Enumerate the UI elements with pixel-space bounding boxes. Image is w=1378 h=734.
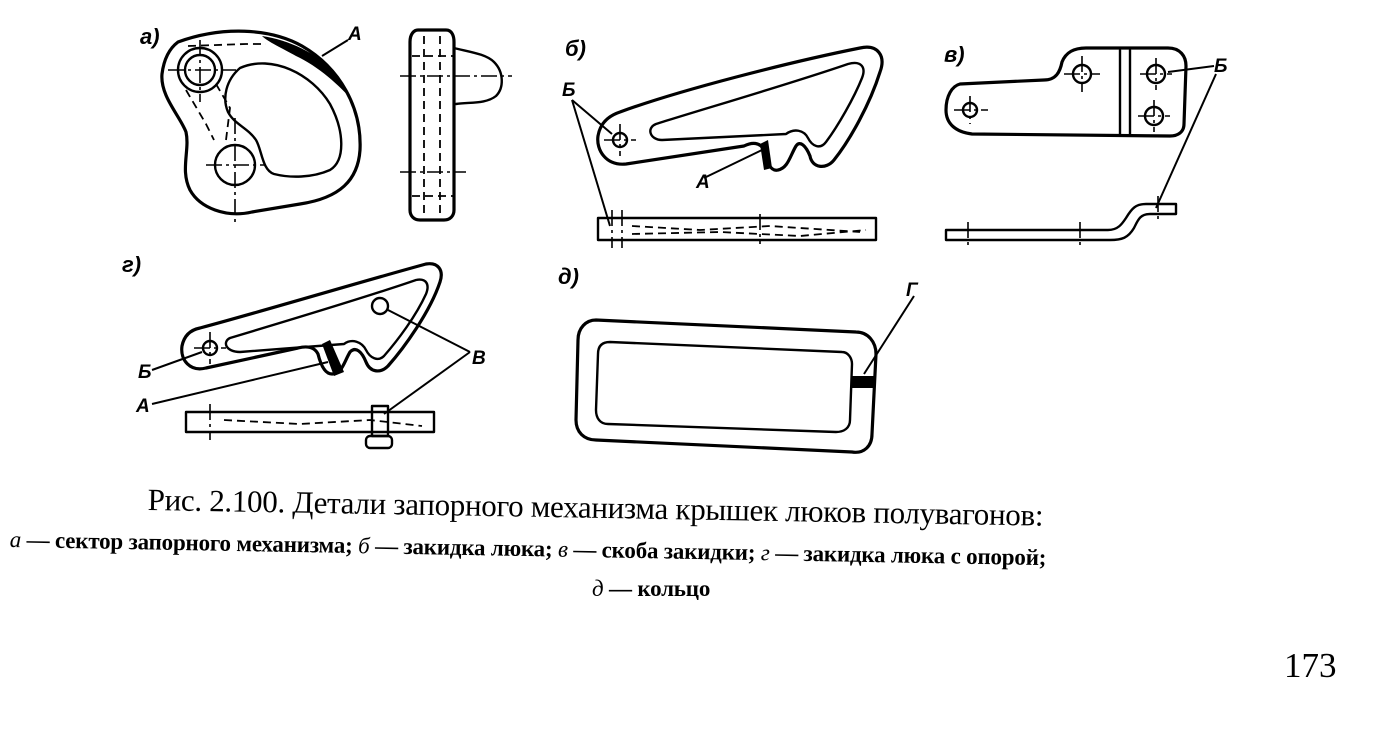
callout-B-panel-g: Б [138,362,151,383]
legend-text-v: — скоба закидки; [573,536,756,566]
panel-label-d: д) [558,264,579,289]
legend-letter-g: г [760,540,770,566]
panel-label-v: в) [944,42,965,67]
panel-v-bracket-drawing: в) Б [944,42,1227,248]
callout-A-panel-g: А [135,396,150,417]
figure-caption-legend-line-2: д — кольцо [592,576,710,602]
panel-label-a: а) [140,24,160,49]
panel-label-g: г) [122,252,141,277]
panel-d-ring-drawing: д) Г [558,264,919,454]
legend-text-g: — закидка люка с опорой; [774,540,1047,571]
panel-b-latch-drawing: б) А Б [562,36,884,248]
page-number: 173 [1284,646,1337,685]
callout-B-panel-b: Б [562,80,575,101]
legend-letter-v: в [557,536,568,562]
legend-letter-d: д [592,576,604,601]
callout-A-panel-b: А [695,172,710,193]
callout-V-panel-g: В [472,348,486,369]
panel-a-sector-drawing: а) А [140,24,512,222]
legend-text-b: — закидка люка; [374,533,553,562]
panel-g-latch-with-support-drawing: г) Б А В [122,252,486,450]
callout-G-panel-d: Г [906,280,919,301]
panel-label-b: б) [565,36,586,61]
callout-A-panel-a: А [347,24,362,45]
legend-text-d: — кольцо [609,576,711,601]
legend-letter-a: а [9,527,22,553]
legend-letter-b: б [357,533,370,559]
callout-B-panel-v: Б [1214,56,1227,77]
legend-text-a: — сектор запорного механизма; [26,527,353,558]
